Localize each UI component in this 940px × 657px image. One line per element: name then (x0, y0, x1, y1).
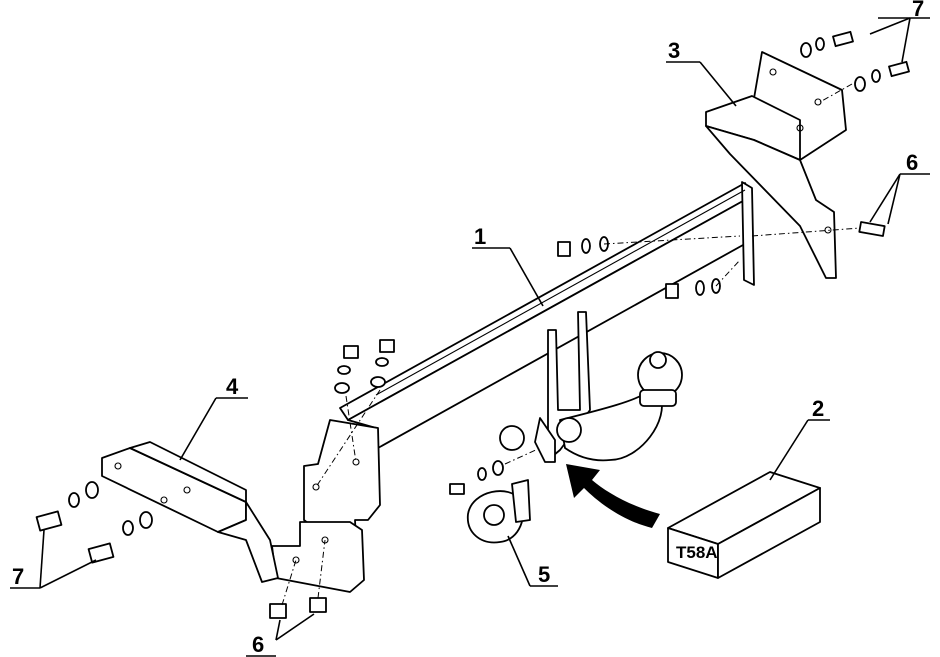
callout-6-right: 6 (906, 150, 918, 175)
callout-1: 1 (474, 224, 486, 249)
tow-ball-neck (499, 311, 683, 463)
insert-direction-arrow (566, 464, 660, 528)
box-label: T58A (676, 543, 718, 562)
socket-plate (467, 479, 531, 544)
assembly-center-lines (281, 83, 861, 606)
callout-numbers: 1 2 3 4 5 6 6 7 7 (12, 0, 924, 657)
fasteners (35, 30, 910, 619)
callout-leaders (10, 17, 930, 657)
callout-4: 4 (226, 374, 239, 399)
right-bracket (705, 51, 847, 279)
callout-3: 3 (668, 38, 680, 63)
callout-7-left: 7 (12, 564, 24, 589)
left-side-plate (271, 419, 381, 593)
crossbeam (339, 181, 755, 449)
package-box: T58A (667, 471, 821, 579)
left-bracket (101, 441, 279, 583)
callout-7-top: 7 (912, 0, 924, 21)
callout-6-bottom: 6 (252, 632, 264, 657)
callout-2: 2 (812, 396, 824, 421)
callout-5: 5 (538, 562, 550, 587)
